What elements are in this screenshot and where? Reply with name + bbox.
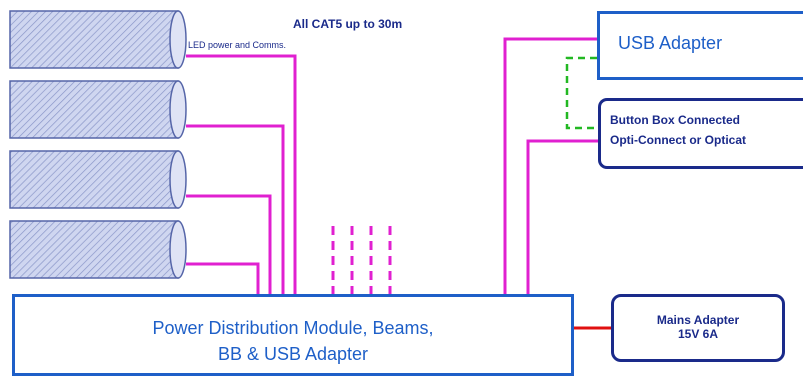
usb-button-box-link <box>565 56 598 130</box>
button-box-label-line2: Opti-Connect or Opticat <box>610 133 746 147</box>
cable-spec-title: All CAT5 up to 30m <box>293 17 403 31</box>
cable-button-box <box>526 139 599 296</box>
beam-3 <box>9 150 187 209</box>
power-module-label-line1: Power Distribution Module, Beams, <box>152 318 434 338</box>
beam-4 <box>9 220 187 279</box>
usb-adapter-label: USB Adapter <box>618 33 723 53</box>
beam-2 <box>9 80 187 139</box>
beam-1 <box>9 10 187 69</box>
power-distribution-module-box: Power Distribution Module, Beams, BB & U… <box>12 294 574 376</box>
mains-adapter-label-line2: 15V 6A <box>677 327 719 341</box>
button-box: Button Box Connected Opti-Connect or Opt… <box>598 98 803 169</box>
usb-adapter-box: USB Adapter <box>597 11 803 80</box>
mains-adapter-label-line1: Mains Adapter <box>656 313 740 327</box>
cable-beam-1 <box>186 54 297 296</box>
cable-beam-3 <box>186 194 272 296</box>
power-module-label-line2: BB & USB Adapter <box>217 344 369 364</box>
cable-beam-4 <box>186 262 260 296</box>
cable-beam-2 <box>186 124 285 296</box>
button-box-label-line1: Button Box Connected <box>610 113 740 127</box>
cable-usb-adapter <box>503 37 598 296</box>
mains-adapter-box: Mains Adapter 15V 6A <box>611 294 785 362</box>
cable-note: LED power and Comms. <box>188 40 287 50</box>
